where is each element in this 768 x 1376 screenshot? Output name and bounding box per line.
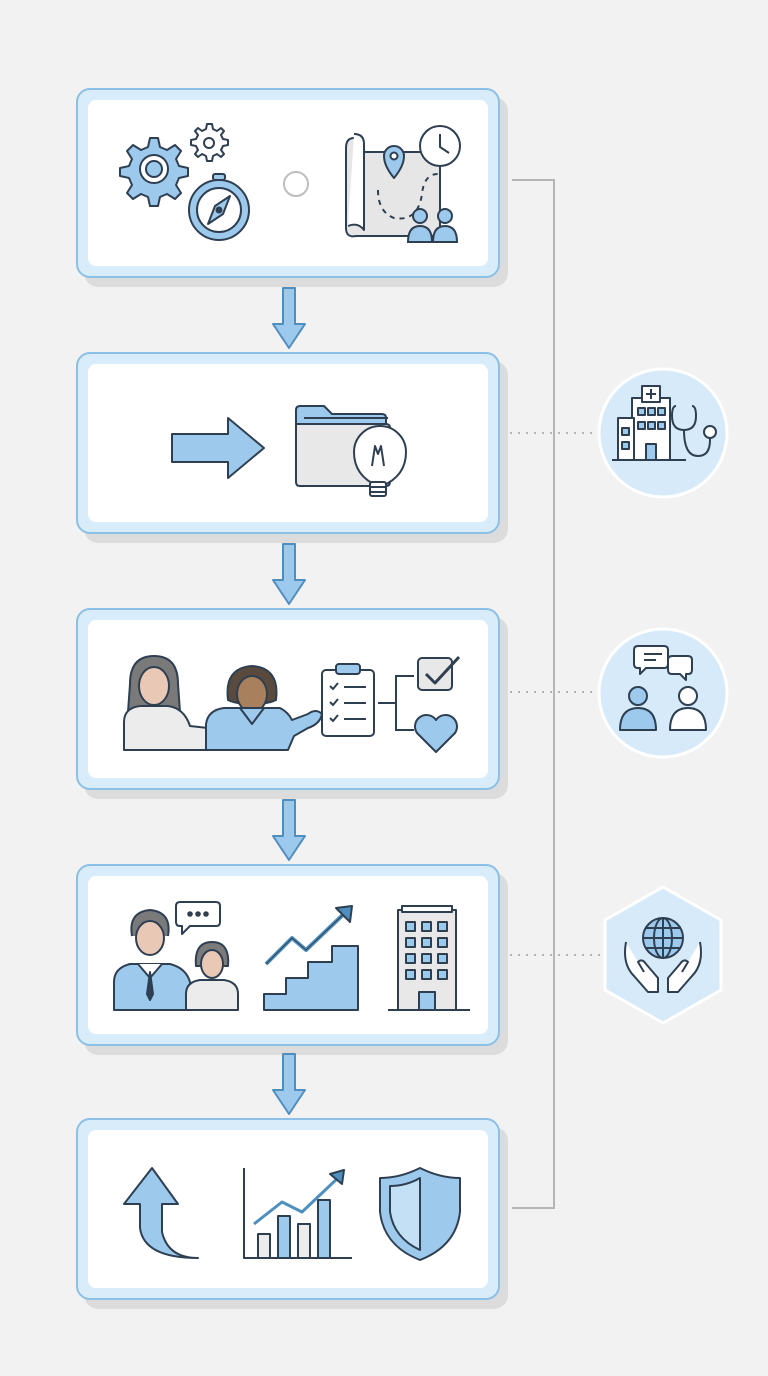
compass-icon: [188, 173, 250, 241]
chat-bubble-icon: [175, 901, 221, 935]
gears-icon: [119, 123, 229, 207]
branch-connector: [378, 675, 414, 731]
lightbulb-icon: [353, 425, 407, 497]
mentee-icon: [185, 941, 239, 1011]
step-card-4: [76, 864, 500, 1046]
step-card-3: [76, 608, 500, 790]
connector-dot: [283, 171, 309, 197]
hands-globe-icon: [603, 885, 723, 1025]
flow-arrow-down: [272, 1053, 306, 1115]
flow-arrow-down: [272, 287, 306, 349]
flow-arrow-down: [272, 543, 306, 605]
clock-icon: [419, 125, 461, 167]
office-building-icon: [388, 905, 470, 1011]
shield-icon: [379, 1167, 461, 1261]
bar-chart-growth-icon: [243, 1168, 352, 1259]
team-icon: [406, 208, 459, 243]
checkbox-icon: [417, 655, 461, 691]
step-card-2: [76, 352, 500, 534]
people-chat-icon: [597, 627, 729, 759]
flow-arrow-down: [272, 799, 306, 861]
curved-up-arrow-icon: [123, 1167, 199, 1259]
step-card-1: [76, 88, 500, 278]
women-consultation-icon: [123, 655, 323, 751]
mentor-icon: [113, 909, 191, 1011]
hospital-stethoscope-icon: [597, 367, 729, 499]
heart-icon: [414, 713, 458, 753]
arrow-right-icon: [171, 417, 265, 479]
growth-stairs-icon: [263, 905, 359, 1011]
clipboard-checklist-icon: [321, 663, 375, 737]
step-card-5: [76, 1118, 500, 1300]
